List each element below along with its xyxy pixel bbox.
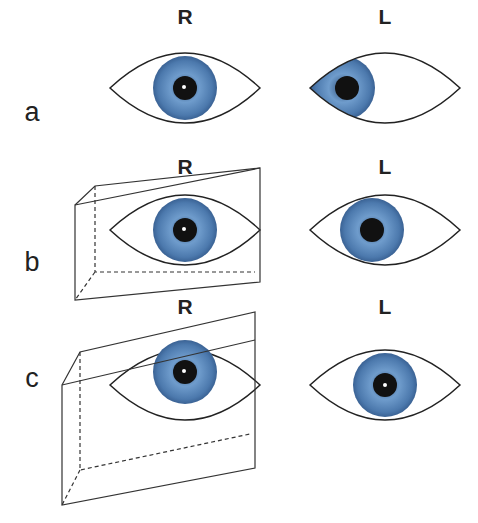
eye-left-a [310, 53, 460, 123]
eye-right-b [110, 195, 260, 265]
eye-right-c [110, 340, 260, 420]
prism-b [75, 168, 260, 300]
eye-side-label: L [379, 6, 392, 27]
eye-side-label: L [379, 296, 392, 317]
eye-left-c [310, 350, 460, 420]
prism-c [62, 312, 255, 505]
eye-side-label: R [177, 156, 192, 177]
eye-right-a [110, 53, 260, 123]
row-letter: a [24, 99, 39, 126]
eye-side-label: R [177, 6, 192, 27]
eye-side-label: R [177, 296, 192, 317]
row-letter: c [25, 365, 39, 392]
row-letter: b [24, 249, 39, 276]
eye-side-label: L [379, 156, 392, 177]
eye-left-b [310, 195, 460, 265]
